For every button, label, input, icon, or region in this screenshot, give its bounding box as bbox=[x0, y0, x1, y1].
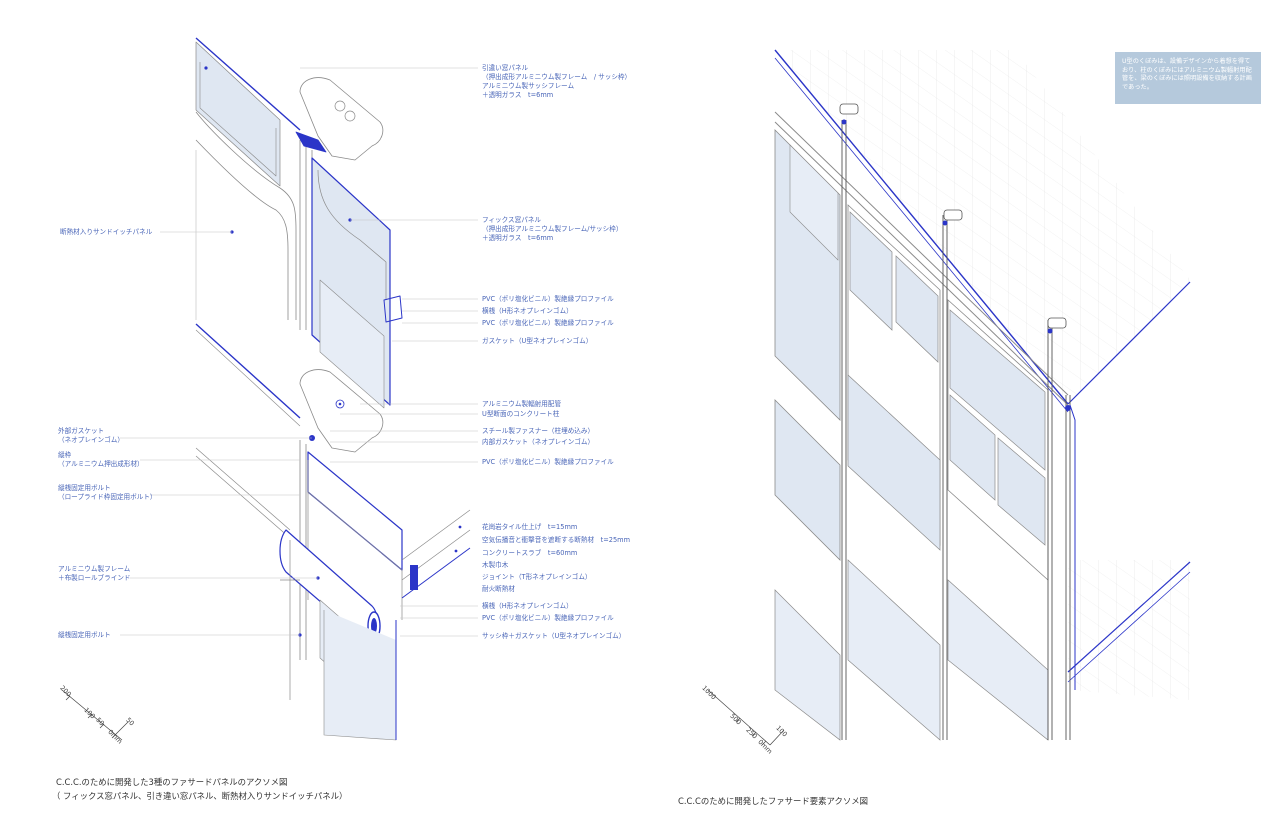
label-roll-2: ＋布製ロールブラインド bbox=[58, 574, 131, 582]
label-roll-1: アルミニウム製フレーム bbox=[58, 565, 131, 573]
label-joint: ジョイント（T形ネオプレインゴム） bbox=[482, 573, 592, 581]
label-sandwich: 断熱材入りサンドイッチパネル bbox=[60, 228, 153, 236]
label-fixed-panel-3: ＋透明ガラス t=6mm bbox=[482, 234, 554, 242]
label-bolt-2: （ロープライド枠固定用ボルト） bbox=[58, 493, 157, 501]
label-al-pipe: アルミニウム製輻射用配管 bbox=[482, 400, 562, 408]
label-fixed-panel-2: （押出成形アルミニウム製フレーム/サッシ枠） bbox=[482, 225, 623, 233]
left-scale-bar bbox=[61, 689, 129, 741]
label-fire-insul: 耐火断熱材 bbox=[482, 585, 515, 593]
label-granite: 花崗岩タイル仕上げ t=15mm bbox=[482, 523, 578, 531]
label-pvc-2: PVC（ポリ塩化ビニル）製絶縁プロファイル bbox=[482, 319, 614, 327]
label-outer-gasket-2: （ネオプレインゴム） bbox=[58, 436, 124, 444]
upper-panel-assembly bbox=[195, 37, 403, 409]
label-wood: 木製巾木 bbox=[482, 561, 509, 569]
label-sash-gasket: サッシ枠＋ガスケット（U型ネオプレインゴム） bbox=[482, 632, 626, 640]
label-sliding-panel-1: 引違い窓パネル bbox=[482, 64, 529, 72]
label-gasket-u: ガスケット（U型ネオプレインゴム） bbox=[482, 337, 593, 345]
label-bolt-3: 縦桟固定用ボルト bbox=[58, 631, 111, 639]
label-sliding-panel-4: ＋透明ガラス t=6mm bbox=[482, 91, 554, 99]
label-slab: コンクリートスラブ t=60mm bbox=[482, 549, 578, 557]
left-axonometric-drawing bbox=[61, 37, 478, 741]
label-sliding-panel-3: アルミニウム製サッシフレーム bbox=[482, 82, 575, 90]
label-frame-1: 縦枠 bbox=[58, 451, 72, 459]
label-mullion-1: 横桟（H形ネオプレインゴム） bbox=[482, 307, 573, 315]
label-u-column: U型断面のコンクリート柱 bbox=[482, 410, 560, 418]
label-mullion-2: 横桟（H形ネオプレインゴム） bbox=[482, 602, 573, 610]
label-steel-fastener: スチール製ファスナー（柱埋め込み） bbox=[482, 427, 595, 435]
label-sliding-panel-2: （押出成形アルミニウム製フレーム / サッシ枠） bbox=[482, 73, 632, 81]
label-frame-2: （アルミニウム押出成形材） bbox=[58, 460, 144, 468]
label-bolt-1: 縦桟固定用ボルト bbox=[58, 484, 111, 492]
label-pvc-4: PVC（ポリ塩化ビニル）製絶縁プロファイル bbox=[482, 614, 614, 622]
label-insulation: 空気伝播音と衝撃音を遮断する断熱材 t=25mm bbox=[482, 536, 631, 544]
label-pvc-1: PVC（ポリ塩化ビニル）製絶縁プロファイル bbox=[482, 295, 614, 303]
caption-left-subtitle: （ フィックス窓パネル、引き違い窓パネル、断熱材入りサンドイッチパネル） bbox=[52, 791, 348, 801]
label-pvc-3: PVC（ポリ塩化ビニル）製絶縁プロファイル bbox=[482, 458, 614, 466]
recess-note-box: U型のくぼみは、設備デザインから着想を得ており、柱のくぼみにはアルミニウム製輻射… bbox=[1115, 52, 1261, 104]
leader-lines bbox=[120, 67, 478, 637]
label-inner-gasket: 内部ガスケット（ネオプレインゴム） bbox=[482, 438, 595, 446]
lower-panel-assembly bbox=[195, 323, 471, 741]
label-outer-gasket-1: 外部ガスケット bbox=[58, 427, 105, 435]
caption-right-title: C.C.Cのために開発したファサード要素アクソメ図 bbox=[678, 796, 868, 806]
caption-left-title: C.C.C.のために開発した3種のファサードパネルのアクソメ図 bbox=[56, 777, 288, 787]
label-fixed-panel-1: フィックス窓パネル bbox=[482, 216, 542, 224]
